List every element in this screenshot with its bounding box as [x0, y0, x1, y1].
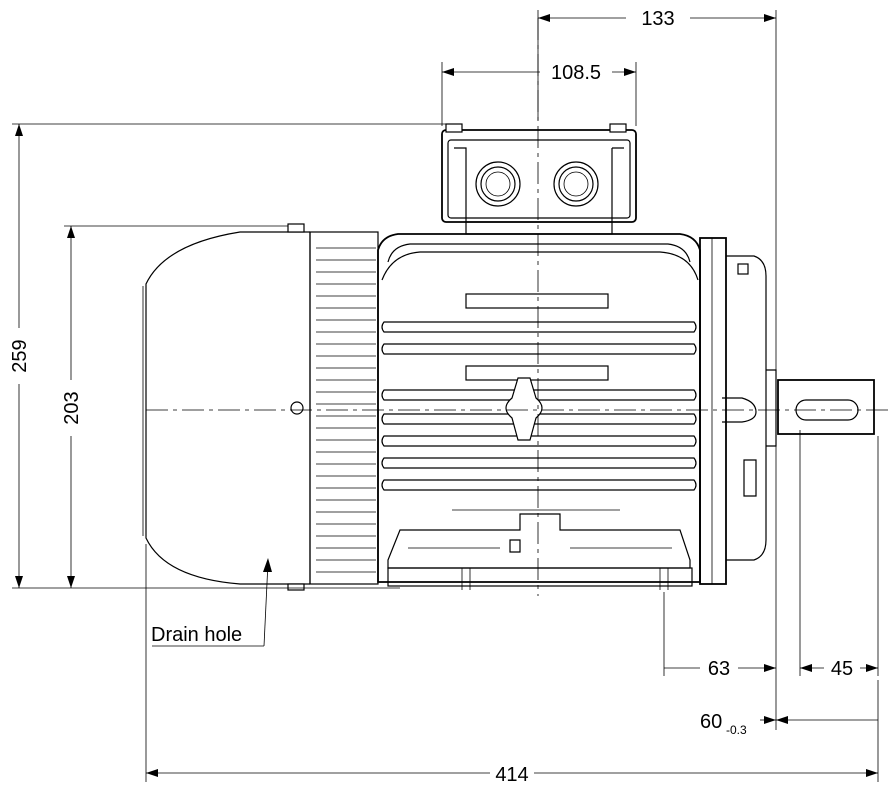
frame-rib [381, 479, 697, 491]
dim-text-tolerance: -0.3 [726, 723, 747, 737]
dim-frame-height: 203 [61, 225, 288, 588]
dim-foot-to-shaft: 63 [663, 592, 776, 680]
dim-shaft-diameter: 60 -0.3 [700, 380, 878, 737]
frame-rib [381, 435, 697, 447]
motor-outline [142, 18, 890, 596]
drain-hole-marker [290, 401, 304, 415]
frame-rib [381, 413, 697, 425]
dim-overall-height: 259 [9, 123, 450, 589]
shaft [777, 379, 875, 435]
dim-text-45: 45 [831, 658, 853, 680]
dim-terminal-box-offset: 133 [537, 8, 777, 380]
dim-text-133: 133 [641, 8, 674, 30]
drain-hole-callout: Drain hole [151, 558, 272, 647]
drain-hole-label: Drain hole [151, 624, 242, 646]
frame-rib [381, 457, 697, 469]
dim-overall-length: 414 [145, 544, 879, 786]
cooling-fins-left [309, 231, 379, 585]
dim-text-63: 63 [708, 658, 730, 680]
fan-cover [142, 223, 311, 591]
dim-text-60: 60 [700, 711, 722, 733]
dimension-lines: 133 108.5 259 203 [9, 8, 879, 786]
dim-shaft-length: 45 [799, 430, 879, 680]
dim-text-259: 259 [9, 339, 31, 372]
dim-text-108-5: 108.5 [551, 62, 601, 84]
frame-rib [381, 321, 697, 333]
stator-frame [377, 233, 701, 590]
dim-text-414: 414 [495, 764, 528, 786]
frame-rib [381, 343, 697, 355]
cable-gland-right [553, 161, 599, 207]
cable-gland-left [475, 161, 521, 207]
terminal-box [441, 123, 637, 235]
end-shield [699, 237, 777, 585]
dim-terminal-box-width: 108.5 [441, 62, 637, 126]
dim-text-203: 203 [61, 391, 83, 424]
frame-rib [381, 389, 697, 401]
